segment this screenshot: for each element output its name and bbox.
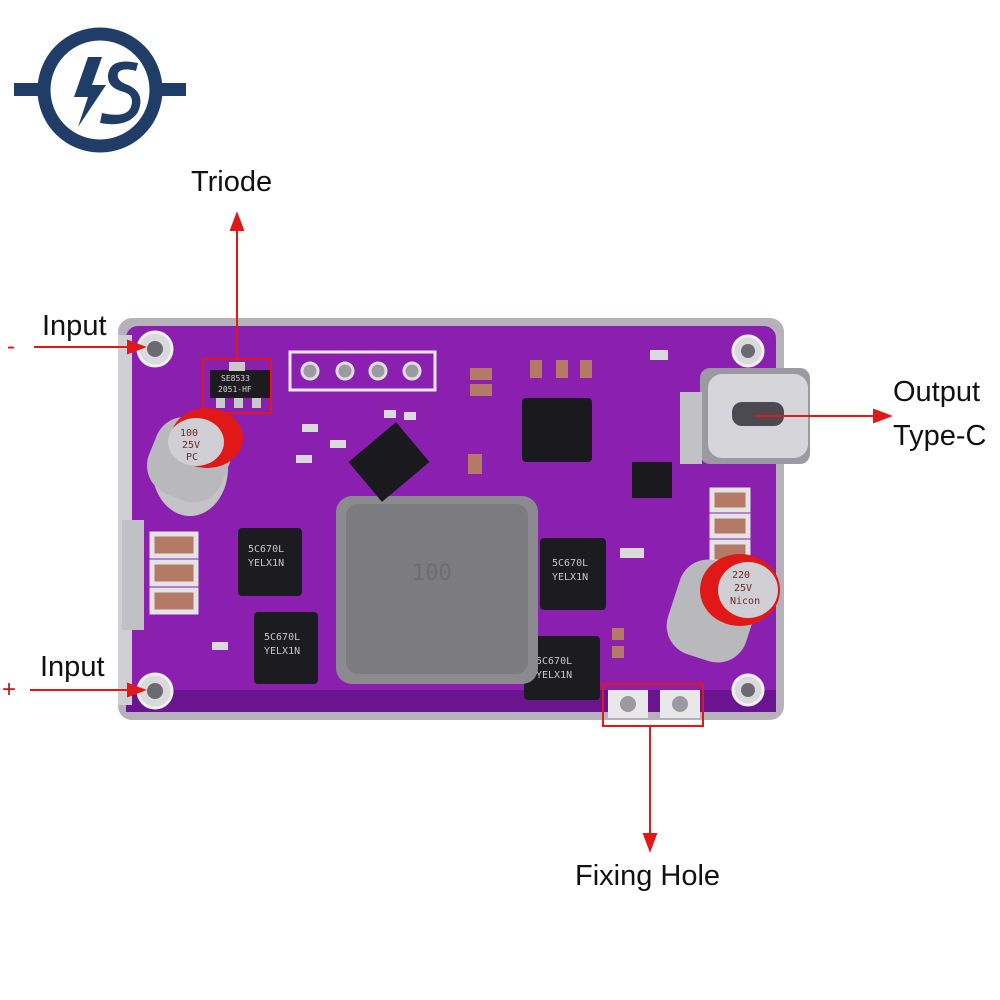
svg-text:2051-HF: 2051-HF <box>218 385 252 394</box>
input-positive-label: Input <box>40 651 105 683</box>
output-label: Output <box>893 376 981 408</box>
svg-text:220: 220 <box>732 570 750 581</box>
svg-text:5C670L: 5C670L <box>248 544 284 555</box>
svg-text:5C670L: 5C670L <box>552 558 588 569</box>
svg-text:25V: 25V <box>734 583 752 594</box>
svg-text:25V: 25V <box>182 440 200 451</box>
svg-text:YELX1N: YELX1N <box>552 572 588 583</box>
negative-sign: - <box>7 333 15 360</box>
svg-text:YELX1N: YELX1N <box>264 646 300 657</box>
input-negative-label: Input <box>42 310 107 342</box>
triode-label: Triode <box>191 166 273 198</box>
svg-text:YELX1N: YELX1N <box>248 558 284 569</box>
svg-text:SE8533: SE8533 <box>221 374 250 383</box>
svg-text:100: 100 <box>180 428 198 439</box>
svg-text:YELX1N: YELX1N <box>536 670 572 681</box>
positive-sign: + <box>2 676 17 703</box>
brand-logo-icon <box>14 27 186 153</box>
svg-text:5C670L: 5C670L <box>536 656 572 667</box>
type-c-label: Type-C <box>893 420 987 452</box>
svg-text:100: 100 <box>412 561 452 586</box>
svg-text:5C670L: 5C670L <box>264 632 300 643</box>
fixing-hole-label: Fixing Hole <box>575 860 721 892</box>
svg-text:PC: PC <box>186 452 198 463</box>
svg-text:Nicon: Nicon <box>730 596 760 607</box>
